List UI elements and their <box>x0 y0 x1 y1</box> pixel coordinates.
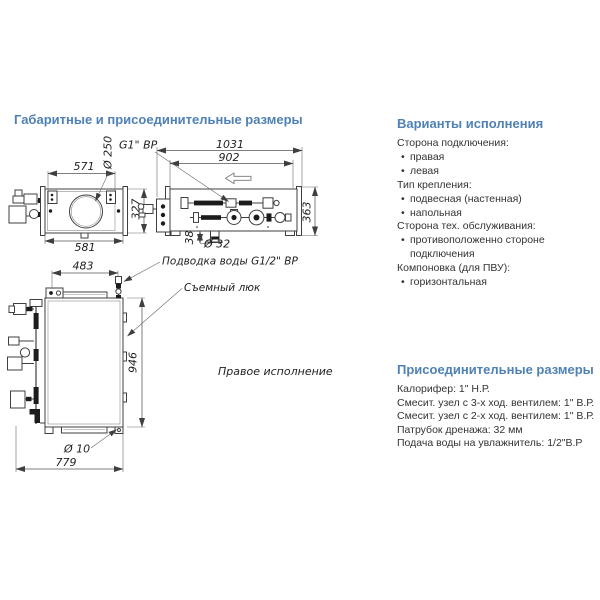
dim-779-label: 779 <box>56 456 77 469</box>
connection-line-2way: Смесит. узел с 2-х ход. вентилем: 1" В.Р… <box>397 410 595 422</box>
dim-side-depth: 779 <box>15 426 124 472</box>
variant-group-mount-type: Тип крепления: <box>397 178 472 191</box>
variant-option: правая <box>397 151 597 165</box>
dim-side-top-width: 483 <box>51 260 119 289</box>
variant-option: противоположенно стороне <box>397 234 597 248</box>
variants-title: Варианты исполнения <box>397 116 544 131</box>
front-view <box>8 186 128 239</box>
connection-line-3way: Смесит. узел с 3-х ход. вентилем: 1" В.Р… <box>397 396 595 409</box>
dim-top-height: 363 <box>300 186 318 236</box>
variant-group-connection-side: Сторона подключения: <box>397 137 509 149</box>
duct-opening <box>69 194 103 229</box>
water-supply-callout: Подводка воды G1/2" ВР <box>123 256 298 282</box>
side-view <box>7 276 127 434</box>
connection-sizes-title: Присоединительные размеры <box>397 362 594 377</box>
variant-option: подвесная (настенная) <box>397 193 597 207</box>
dim-top-overall-length: 1031 <box>156 138 303 197</box>
variant-option: горизонтальная <box>397 276 597 290</box>
connection-line-drain: Патрубок дренажа: 32 мм <box>397 423 523 436</box>
dimensional-drawing: 571 Ø 250 327 581 <box>7 136 333 472</box>
dim-483-label: 483 <box>73 260 94 273</box>
dim-drain-offset: 38 <box>183 231 211 245</box>
water-supply-label: Подводка воды G1/2" ВР <box>162 256 298 268</box>
dim-duct-diameter: Ø 250 <box>95 136 115 202</box>
dim-902-label: 902 <box>219 151 240 164</box>
removable-hatch-label: Съемный люк <box>184 282 261 294</box>
airflow-arrow-icon <box>224 172 252 185</box>
heater-connection-callout: G1" ВР <box>119 139 229 202</box>
dim-drain-diameter: Ø 32 <box>203 236 230 251</box>
dim-32-label: Ø 32 <box>203 238 230 251</box>
variant-option: левая <box>397 165 597 179</box>
dim-10-label: Ø 10 <box>63 443 90 456</box>
dim-38-label: 38 <box>183 231 196 245</box>
dim-363-label: 363 <box>301 202 314 223</box>
dim-250-label: Ø 250 <box>102 136 115 170</box>
variant-group-service-side: Сторона тех. обслуживания: <box>397 220 536 233</box>
connection-sizes-section: Присоединительные размеры Калорифер: 1" … <box>397 362 597 451</box>
dim-front-top-width: 571 <box>47 160 116 191</box>
view-caption: Правое исполнение <box>218 365 333 378</box>
dim-581-label: 581 <box>75 241 96 254</box>
dim-top-inner-length: 902 <box>169 151 294 188</box>
dimensions-section-title: Габаритные и присоединительные размеры <box>14 112 303 127</box>
dim-1031-label: 1031 <box>216 138 244 151</box>
top-view <box>137 172 302 244</box>
dim-front-bottom-width: 581 <box>44 235 124 254</box>
variant-group-layout: Компоновка (для ПВУ): <box>397 262 511 275</box>
variant-option-continuation: подключения <box>410 248 475 261</box>
removable-hatch-callout: Съемный люк <box>127 282 261 337</box>
dim-mount-hole: Ø 10 <box>63 429 117 456</box>
dim-946-label: 946 <box>127 352 140 373</box>
dim-side-height: 946 <box>127 297 145 428</box>
connection-line-humidifier: Подача воды на увлажнитель: 1/2"В.Р <box>397 437 583 449</box>
connection-line-heater: Калорифер: 1" Н.Р. <box>397 383 490 395</box>
heater-connection-label: G1" ВР <box>119 139 158 152</box>
variant-option: напольная <box>397 207 597 221</box>
dim-571-label: 571 <box>74 160 95 173</box>
variants-section: Варианты исполнения Сторона подключения:… <box>397 116 597 290</box>
water-supply-fitting <box>115 276 122 299</box>
